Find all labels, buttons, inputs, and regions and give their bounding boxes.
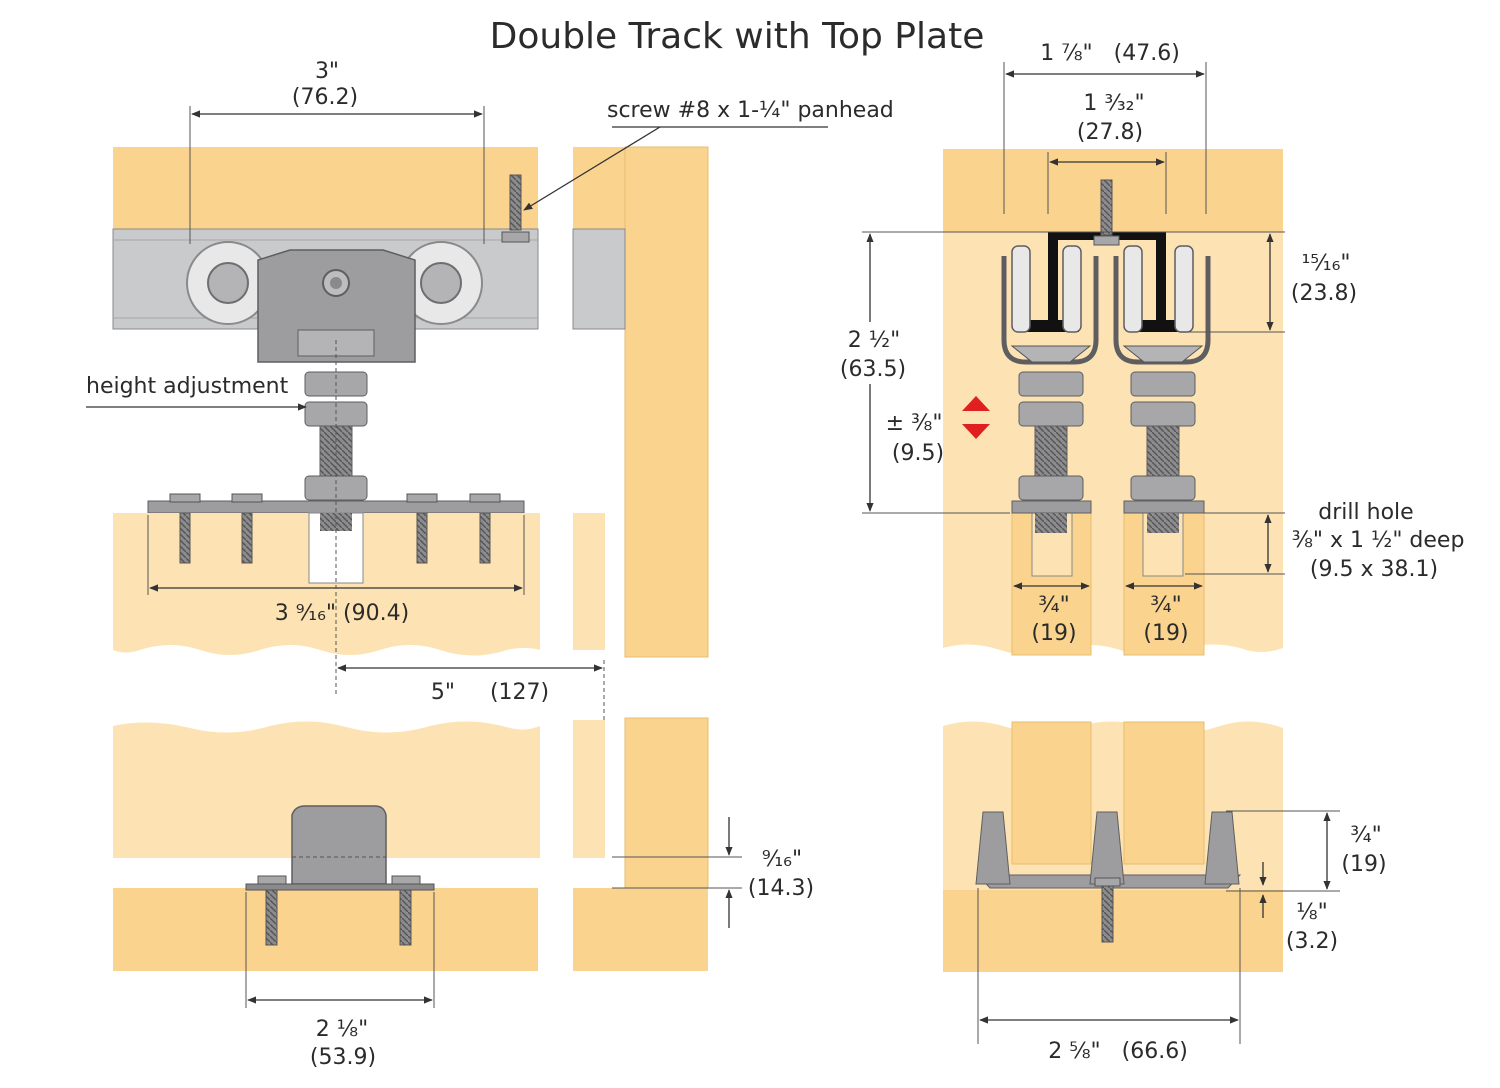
dim-door-a-mm: (19) bbox=[1031, 621, 1076, 646]
label-drill-hole-2: ⅜" x 1 ½" deep bbox=[1292, 528, 1465, 553]
dim-door-b-mm: (19) bbox=[1143, 621, 1188, 646]
hanger-body bbox=[257, 249, 416, 363]
end-view-bottom bbox=[943, 721, 1283, 972]
dim-adjust-mm: (9.5) bbox=[892, 441, 944, 466]
dim-door-b-in: ¾" bbox=[1150, 593, 1181, 618]
floor-right bbox=[573, 888, 708, 971]
dim-total-height-mm: (63.5) bbox=[840, 357, 906, 382]
dim-plate-length: 3 ⁹⁄₁₆" (90.4) bbox=[275, 601, 409, 626]
jamb-bottom bbox=[624, 717, 709, 889]
dim-track-inner-mm: (27.8) bbox=[1077, 120, 1143, 145]
guide-fin-right bbox=[1204, 811, 1240, 885]
dim-guide-gap-mm: (14.3) bbox=[748, 876, 814, 901]
door-bottom bbox=[113, 721, 540, 858]
dim-guide-height-in: ¾" bbox=[1350, 823, 1381, 848]
dim-offset: 5" (127) bbox=[431, 680, 549, 705]
dim-track-width: 1 ⅞" (47.6) bbox=[1040, 41, 1180, 66]
jamb bbox=[624, 146, 709, 658]
dim-track-inner-in: 1 ³⁄₃₂" bbox=[1083, 91, 1144, 116]
guide-fin-left bbox=[975, 811, 1011, 885]
dim-guide-total: 2 ⅝" (66.6) bbox=[1048, 1039, 1188, 1064]
header-board bbox=[113, 147, 538, 231]
adjust-down-arrow bbox=[962, 424, 990, 439]
dim-wheel-spacing-in: 3" bbox=[315, 59, 339, 84]
screws-top-plate bbox=[179, 512, 491, 564]
dim-hanger-height-mm: (23.8) bbox=[1291, 281, 1357, 306]
diagram-title: Double Track with Top Plate bbox=[490, 16, 985, 57]
dim-guide-height-mm: (19) bbox=[1341, 852, 1386, 877]
dim-wheel-spacing-mm: (76.2) bbox=[292, 85, 358, 110]
door-top bbox=[113, 513, 540, 656]
dim-guide-gap-in: ⁹⁄₁₆" bbox=[762, 847, 802, 872]
guide-fin-center bbox=[1089, 811, 1125, 885]
dim-guide-width-in: 2 ⅛" bbox=[316, 1017, 368, 1042]
floor-guide bbox=[291, 805, 387, 885]
dim-base-in: ⅛" bbox=[1296, 900, 1327, 925]
dim-base-mm: (3.2) bbox=[1286, 929, 1338, 954]
end-view-top bbox=[943, 149, 1283, 656]
end-panel bbox=[943, 232, 1283, 655]
side-view-bottom bbox=[113, 717, 709, 971]
hanger-b bbox=[1113, 245, 1211, 533]
dim-hanger-height-in: ¹⁵⁄₁₆" bbox=[1301, 251, 1350, 276]
track-right bbox=[572, 228, 626, 330]
label-drill-hole-3: (9.5 x 38.1) bbox=[1310, 557, 1438, 582]
dim-door-a-in: ¾" bbox=[1038, 593, 1069, 618]
dim-adjust-in: ± ⅜" bbox=[886, 411, 943, 436]
label-drill-hole-1: drill hole bbox=[1318, 500, 1413, 525]
label-screw: screw #8 x 1-¼" panhead bbox=[607, 98, 894, 123]
dim-total-height-in: 2 ½" bbox=[848, 328, 900, 353]
label-height-adjustment: height adjustment bbox=[86, 374, 289, 399]
hanger-a bbox=[1001, 245, 1099, 533]
adjust-up-arrow bbox=[962, 396, 990, 411]
dim-guide-width-mm: (53.9) bbox=[310, 1045, 376, 1070]
side-view-top bbox=[112, 146, 709, 658]
floor-left bbox=[113, 888, 538, 971]
